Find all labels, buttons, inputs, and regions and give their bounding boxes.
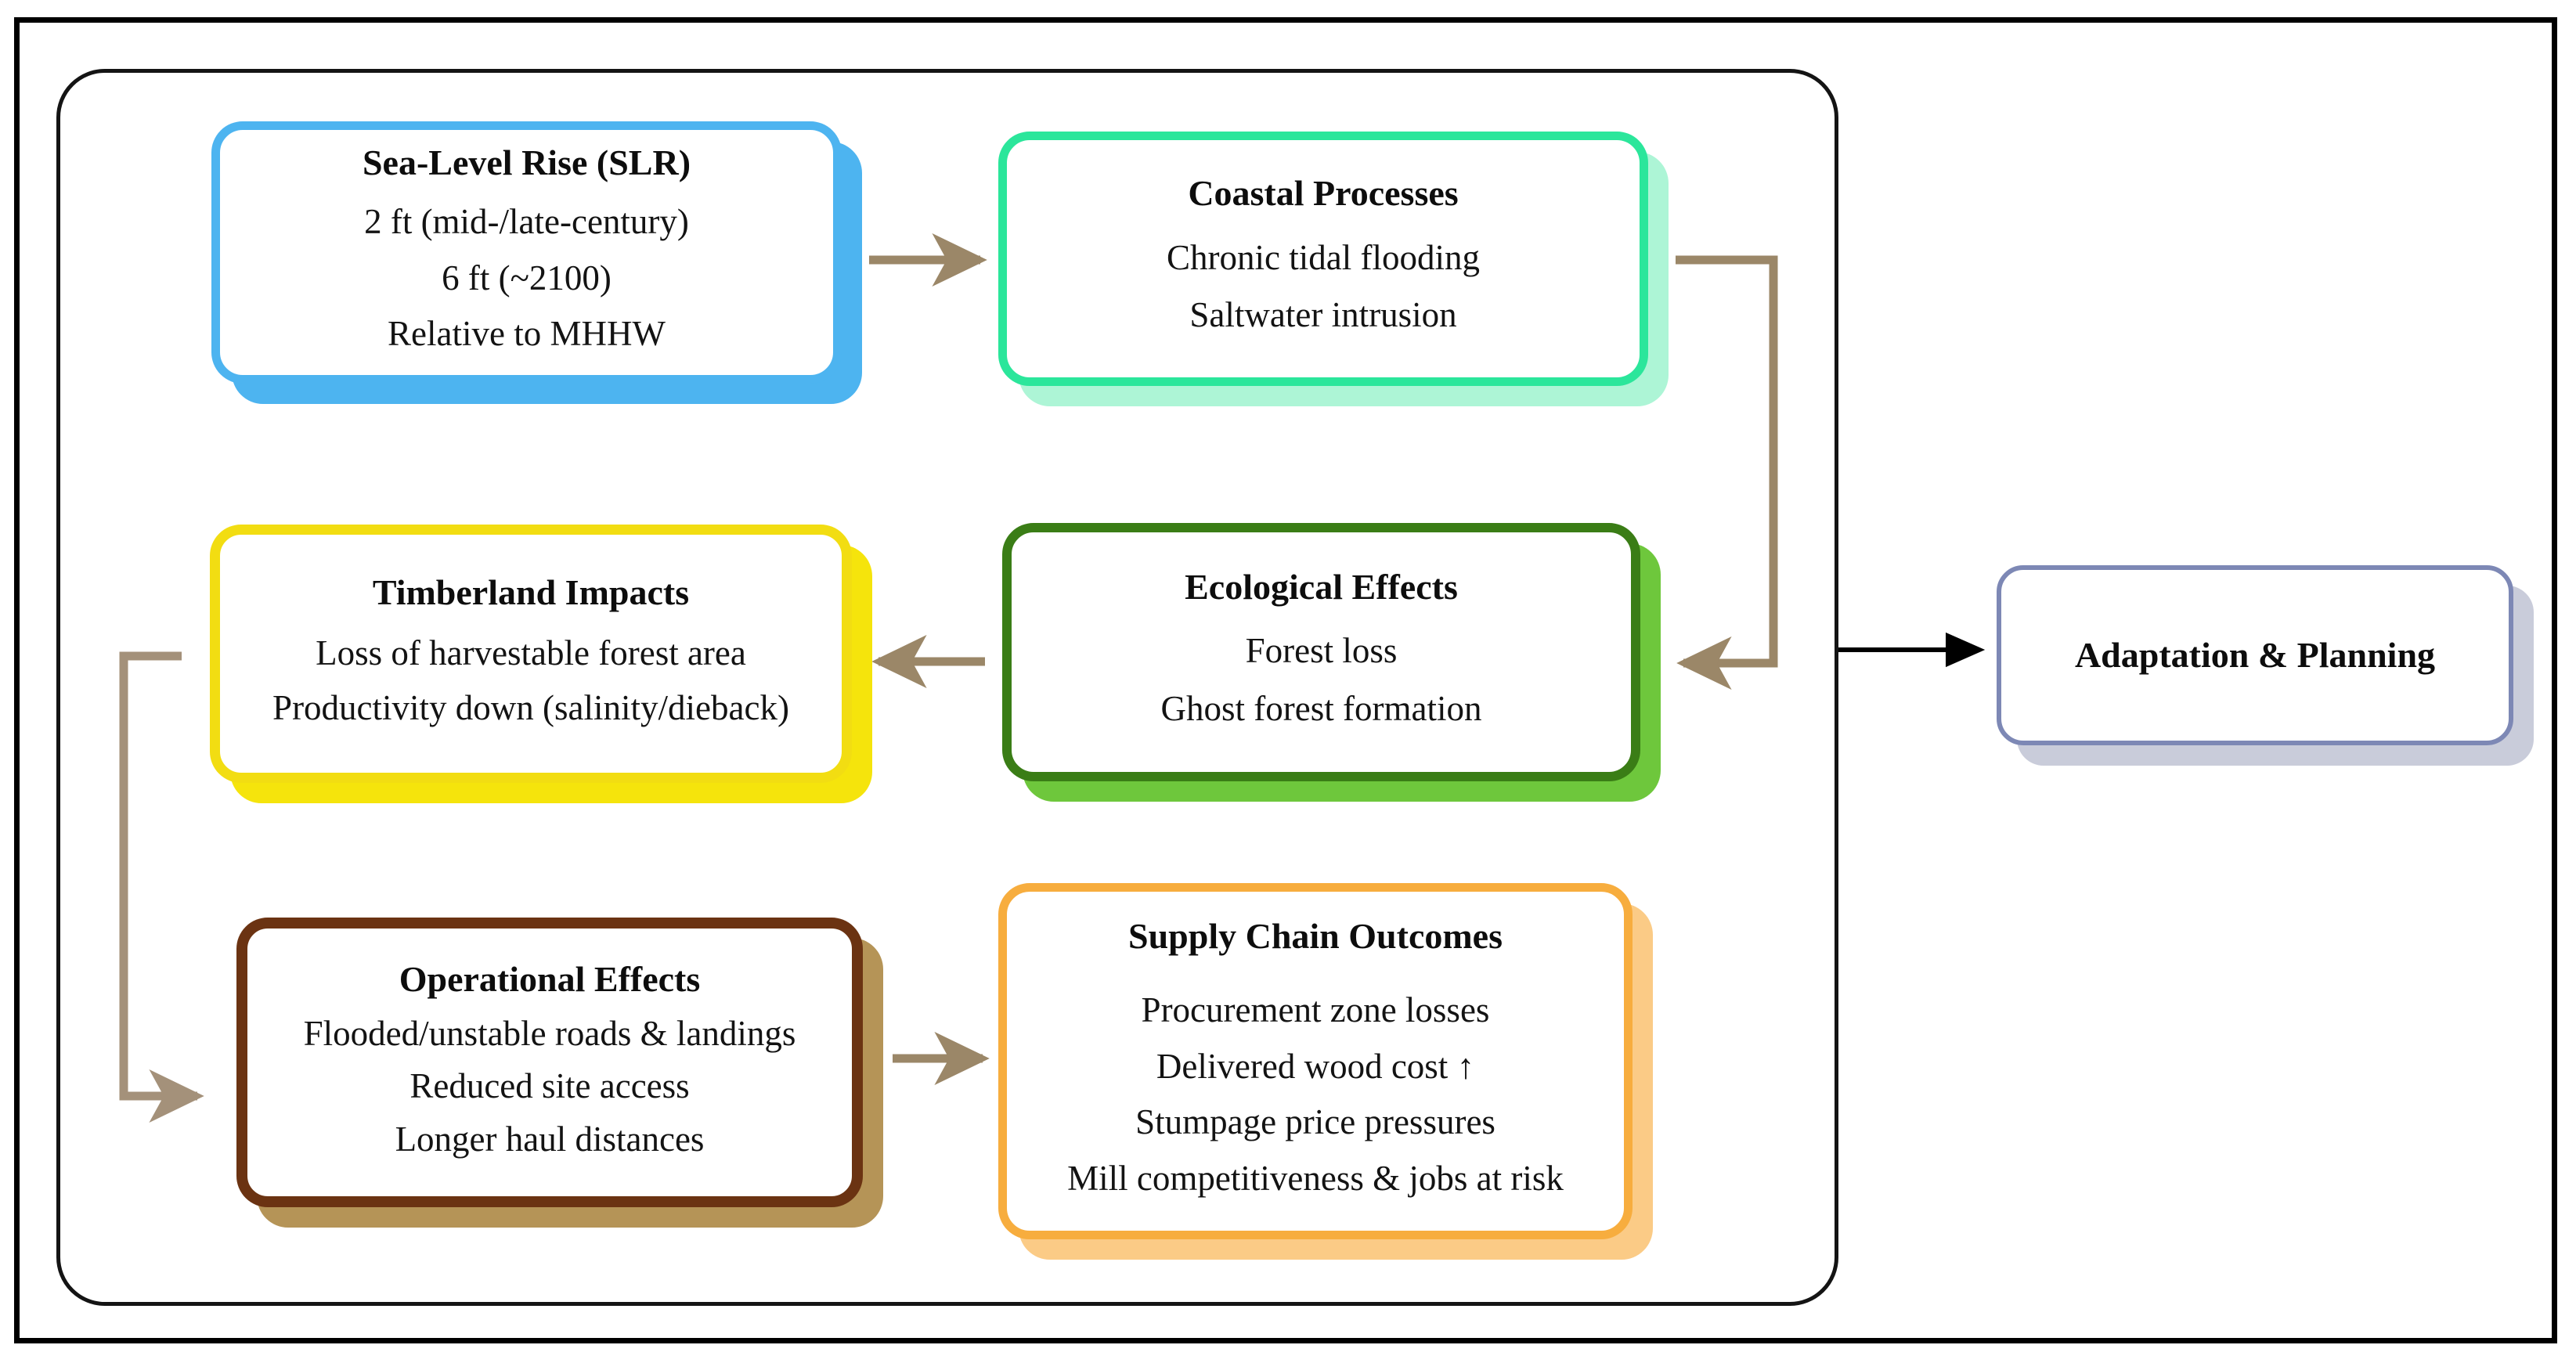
node-title-coastal-processes: Coastal Processes (1188, 173, 1459, 214)
node-line-timber-1: Loss of harvestable forest area (316, 633, 746, 673)
node-title-ecological-effects: Ecological Effects (1185, 566, 1458, 607)
node-title-sea-level-rise: Sea-Level Rise (SLR) (362, 142, 691, 183)
node-title-adaptation-planning: Adaptation & Planning (2074, 635, 2436, 676)
outer-frame-border (14, 17, 2557, 1343)
node-adaptation-planning[interactable]: Adaptation & Planning (1997, 565, 2513, 745)
node-line-oper-3: Longer haul distances (395, 1119, 705, 1159)
node-line-timber-2: Productivity down (salinity/dieback) (272, 687, 789, 727)
node-line-slr-1: 2 ft (mid-/late-century) (364, 202, 689, 241)
node-sea-level-rise[interactable]: Sea-Level Rise (SLR) 2 ft (mid-/late-cen… (211, 121, 842, 384)
node-line-supply-4: Mill competitiveness & jobs at risk (1067, 1158, 1564, 1198)
node-line-supply-1: Procurement zone losses (1141, 990, 1490, 1030)
node-title-supply-chain-outcomes: Supply Chain Outcomes (1127, 915, 1503, 956)
node-line-coastal-1: Chronic tidal flooding (1167, 237, 1480, 277)
node-line-oper-1: Flooded/unstable roads & landings (303, 1013, 796, 1053)
node-line-eco-1: Forest loss (1245, 631, 1398, 671)
node-timberland-impacts[interactable]: Timberland Impacts Loss of harvestable f… (210, 525, 852, 783)
node-title-operational-effects: Operational Effects (399, 958, 701, 999)
node-line-eco-2: Ghost forest formation (1160, 688, 1482, 728)
node-operational-effects[interactable]: Operational Effects Flooded/unstable roa… (236, 918, 863, 1207)
system-boundary-container (56, 69, 1838, 1306)
node-line-oper-2: Reduced site access (409, 1066, 690, 1105)
node-ecological-effects[interactable]: Ecological Effects Forest loss Ghost for… (1002, 523, 1640, 781)
node-line-supply-2: Delivered wood cost ↑ (1156, 1046, 1475, 1086)
node-line-coastal-2: Saltwater intrusion (1189, 295, 1457, 335)
node-title-timberland-impacts: Timberland Impacts (372, 572, 690, 612)
node-coastal-processes[interactable]: Coastal Processes Chronic tidal flooding… (998, 132, 1648, 386)
node-line-slr-2: 6 ft (~2100) (442, 258, 612, 297)
node-line-slr-3: Relative to MHHW (388, 314, 666, 353)
node-supply-chain-outcomes[interactable]: Supply Chain Outcomes Procurement zone l… (998, 883, 1633, 1239)
node-line-supply-3: Stumpage price pressures (1135, 1102, 1495, 1142)
